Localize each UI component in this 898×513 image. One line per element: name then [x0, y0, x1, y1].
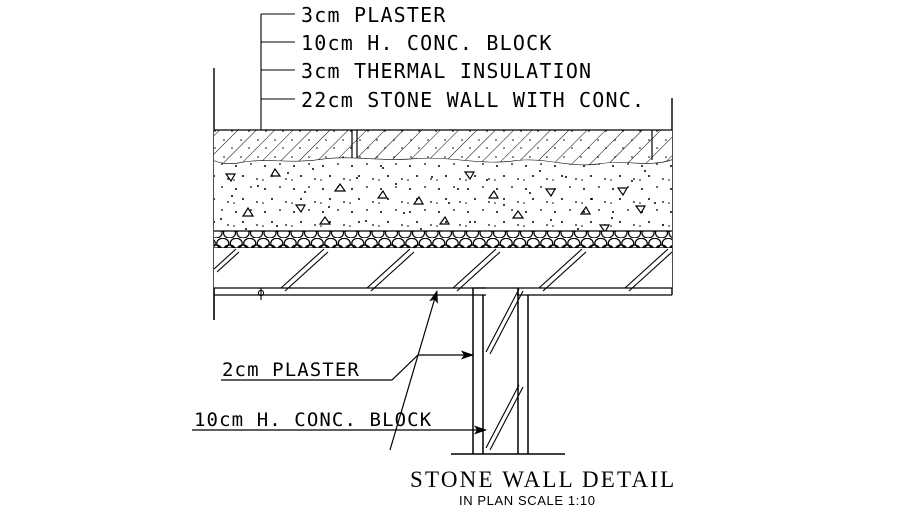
vertical-wall-return: [451, 287, 565, 455]
layer-conc-block-10cm: [213, 248, 673, 292]
aggregate-marks: [224, 167, 647, 234]
bottom-callout-leaders: [192, 290, 487, 451]
callout-label-thermal-3cm: 3cm THERMAL INSULATION: [301, 59, 592, 83]
block-hatch-lines: [213, 248, 673, 292]
leader-block-layer-pointer: [389, 290, 438, 451]
callout-label-conc-block-10cm-wall: 10cm H. CONC. BLOCK: [194, 409, 432, 431]
top-callout-labels: 3cm PLASTER 10cm H. CONC. BLOCK 3cm THER…: [301, 3, 645, 112]
layer-thermal-insulation-3cm: [214, 230, 672, 249]
layer-plaster-2cm-band: [213, 288, 672, 320]
drawing-subtitle: IN PLAN SCALE 1:10: [459, 493, 596, 508]
leader-plaster-2cm: [221, 350, 474, 381]
drawing-title: STONE WALL DETAIL: [410, 467, 676, 492]
layer-stone-wall-22cm: [214, 158, 672, 234]
vertical-core-hatch: [485, 288, 524, 451]
bottom-callout-labels: 2cm PLASTER 10cm H. CONC. BLOCK: [194, 359, 432, 431]
callout-label-plaster-2cm: 2cm PLASTER: [222, 359, 360, 381]
drawing-title-block: STONE WALL DETAIL IN PLAN SCALE 1:10: [410, 467, 676, 508]
callout-label-plaster-3cm: 3cm PLASTER: [301, 3, 447, 27]
callout-label-stone-wall-22cm: 22cm STONE WALL WITH CONC.: [301, 88, 645, 112]
callout-label-conc-block-10cm: 10cm H. CONC. BLOCK: [301, 31, 553, 55]
concrete-speckle: [220, 167, 664, 230]
